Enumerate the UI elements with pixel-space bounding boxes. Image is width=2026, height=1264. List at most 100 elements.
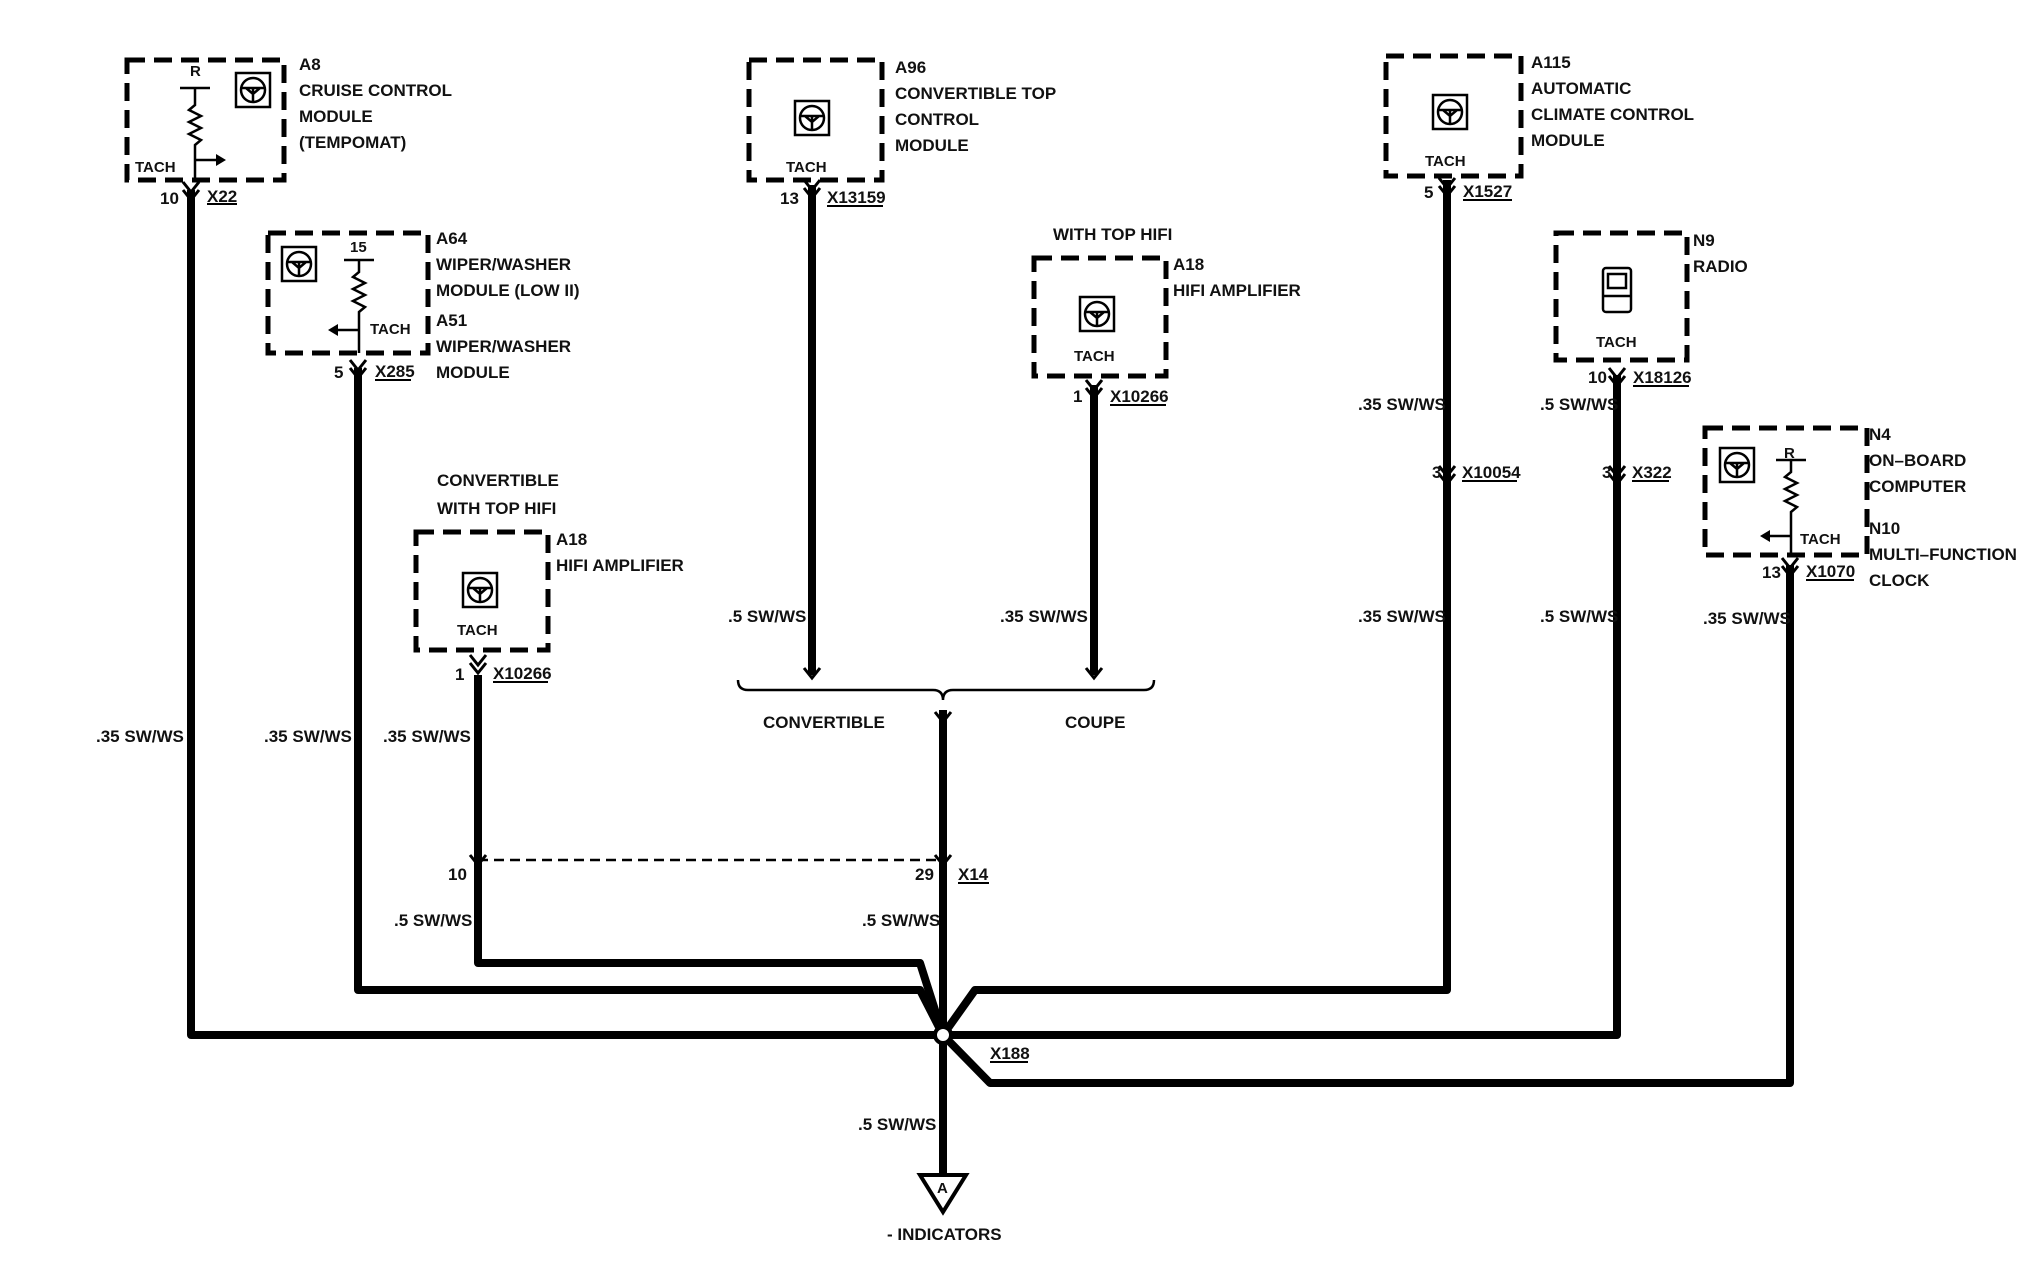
n4-tach: TACH	[1800, 531, 1841, 548]
a18l-header-1: CONVERTIBLE	[437, 471, 559, 490]
x322-pin: 3	[1602, 463, 1611, 482]
n4-line-2: COMPUTER	[1869, 477, 1966, 496]
n9-connector: X18126	[1633, 368, 1692, 387]
a18l-tach: TACH	[457, 622, 498, 639]
a8-ref: A8	[299, 55, 321, 74]
n10-ref: N10	[1869, 519, 1900, 538]
a64-tach: TACH	[370, 321, 411, 338]
wire-label-x14-left: .5 SW/WS	[394, 911, 472, 930]
splice-x188	[933, 1025, 953, 1045]
a18r-pin: 1	[1073, 387, 1082, 406]
a8-line-3: (TEMPOMAT)	[299, 133, 406, 152]
wire-label-a115-lower: .35 SW/WS	[1358, 607, 1446, 626]
a64-line-1: WIPER/WASHER	[436, 255, 571, 274]
a18l-header-2: WITH TOP HIFI	[437, 499, 556, 518]
a64-line-2: MODULE (LOW II)	[436, 281, 580, 300]
a64-ref: A64	[436, 229, 468, 248]
x14-name: X14	[958, 865, 989, 884]
n9-tach: TACH	[1596, 334, 1637, 351]
module-icons	[234, 71, 1756, 609]
wire-a8	[187, 190, 943, 1039]
a18r-connector: X10266	[1110, 387, 1169, 406]
radio-icon	[1601, 266, 1633, 314]
ground-letter: A	[937, 1180, 948, 1197]
a8-pin-label: R	[190, 63, 201, 80]
a115-line-1: AUTOMATIC	[1531, 79, 1631, 98]
wire-label-n4: .35 SW/WS	[1703, 609, 1791, 628]
a96-line-1: CONVERTIBLE TOP	[895, 84, 1056, 103]
a18r-tach: TACH	[1074, 348, 1115, 365]
a18r-ref: A18	[1173, 255, 1204, 274]
n4-line-1: ON–BOARD	[1869, 451, 1966, 470]
wire-a18-left	[474, 675, 947, 1037]
a115-pin: 5	[1424, 183, 1433, 202]
a96-pin: 13	[780, 189, 799, 208]
n9-line-1: RADIO	[1693, 257, 1748, 276]
ground-icon	[916, 1173, 970, 1216]
n4-connector: X1070	[1806, 562, 1855, 581]
a64-pin-label: 15	[350, 239, 367, 256]
x10054-pin: 3	[1432, 463, 1441, 482]
wire-label-a18r: .35 SW/WS	[1000, 607, 1088, 626]
a18l-ref: A18	[556, 530, 587, 549]
a18l-line-1: HIFI AMPLIFIER	[556, 556, 684, 575]
wire-label-a115-upper: .35 SW/WS	[1358, 395, 1446, 414]
a18r-header: WITH TOP HIFI	[1053, 225, 1172, 244]
a18l-connector: X10266	[493, 664, 552, 683]
a64-box	[265, 230, 431, 356]
steering-wheel-icon	[1431, 93, 1469, 131]
wire-label-n9-upper: .5 SW/WS	[1540, 395, 1618, 414]
a51-ref: A51	[436, 311, 467, 330]
a115-line-3: MODULE	[1531, 131, 1605, 150]
splice-label: X188	[990, 1044, 1030, 1063]
steering-wheel-icon	[461, 571, 499, 609]
a96-box	[746, 57, 885, 183]
wire-label-a64: .35 SW/WS	[264, 727, 352, 746]
wire-a115	[939, 180, 1451, 1038]
n4-pin: 13	[1762, 563, 1781, 582]
wire-label-bottom: .5 SW/WS	[858, 1115, 936, 1134]
a51-line-2: MODULE	[436, 363, 510, 382]
wire-n4	[940, 565, 1794, 1087]
connector-chevrons	[181, 177, 1800, 868]
n4-pin-label: R	[1784, 445, 1795, 462]
steering-wheel-icon	[1718, 446, 1756, 484]
x322-name: X322	[1632, 463, 1672, 482]
x14-pin-right: 29	[915, 865, 934, 884]
wire-a64	[354, 368, 947, 1037]
steering-wheel-icon	[280, 245, 318, 283]
n9-ref: N9	[1693, 231, 1715, 250]
a8-tach: TACH	[135, 159, 176, 176]
a18r-line-1: HIFI AMPLIFIER	[1173, 281, 1301, 300]
component-boxes	[124, 53, 1870, 653]
n4-box	[1702, 425, 1870, 558]
a18-left-box	[413, 529, 551, 653]
steering-wheel-icon	[793, 99, 831, 137]
a18l-pin: 1	[455, 665, 464, 684]
steering-wheel-icon	[234, 71, 272, 109]
a64-pin: 5	[334, 363, 343, 382]
a8-pin: 10	[160, 189, 179, 208]
a8-box	[124, 57, 287, 183]
ground-label: - INDICATORS	[887, 1225, 1002, 1244]
wire-label-x14-right: .5 SW/WS	[862, 911, 940, 930]
wire-label-a8: .35 SW/WS	[96, 727, 184, 746]
a115-connector: X1527	[1463, 182, 1512, 201]
wire-label-a18l: .35 SW/WS	[383, 727, 471, 746]
wire-n9	[943, 375, 1621, 1039]
labels: R TACH A8 CRUISE CONTROL MODULE (TEMPOMA…	[96, 53, 2017, 1244]
x14-pin-left: 10	[448, 865, 467, 884]
x10054-name: X10054	[1462, 463, 1521, 482]
n9-box	[1553, 230, 1690, 363]
n9-pin: 10	[1588, 368, 1607, 387]
a96-line-2: CONTROL	[895, 110, 979, 129]
a96-connector: X13159	[827, 188, 886, 207]
a96-line-3: MODULE	[895, 136, 969, 155]
a18-right-box	[1031, 255, 1169, 379]
a115-ref: A115	[1531, 53, 1571, 72]
a64-connector: X285	[375, 362, 415, 381]
convertible-coupe-brace	[736, 679, 1156, 701]
brace-convertible: CONVERTIBLE	[763, 713, 885, 732]
